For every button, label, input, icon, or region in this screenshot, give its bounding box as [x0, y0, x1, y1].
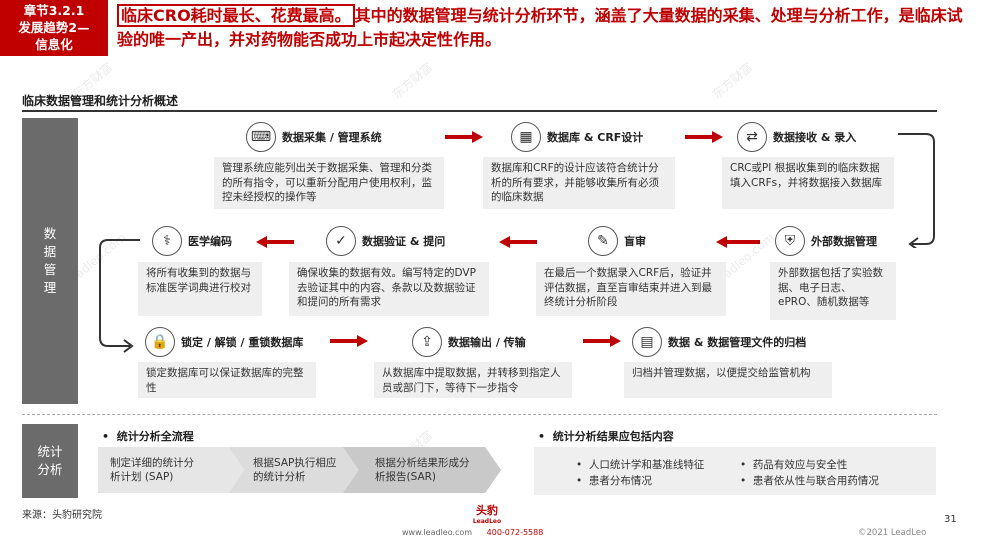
- flow-node-label: 数据采集 / 管理系统: [282, 131, 382, 144]
- flow-node-external-data: ⛨ 外部数据管理: [775, 226, 877, 256]
- review-icon: ✎: [588, 226, 618, 256]
- headline-rest: 其中的数据管理与统计分析环节，涵盖了大量数据的采集、处理与分析工作，是临床试验的…: [117, 6, 963, 49]
- flow-node-data-collection: ⌨ 数据采集 / 管理系统: [246, 122, 382, 152]
- footer-contact: www.leadleo.com 400-072-5588: [402, 528, 543, 537]
- side-char: 据: [43, 244, 57, 259]
- flow-desc-data-collection: 管理系统应能列出关于数据采集、管理和分类的所有指令，可以重新分配用户使用权利，监…: [214, 157, 444, 209]
- database-icon: ▦: [511, 122, 541, 152]
- external-data-icon: ⛨: [775, 226, 805, 256]
- stats-step-text: 根据SAP执行相应的统计分析: [253, 456, 337, 484]
- headline: 临床CRO耗时最长、花费最高。其中的数据管理与统计分析环节，涵盖了大量数据的采集…: [117, 4, 977, 52]
- stats-result-text: 患者依从性与联合用药情况: [752, 475, 879, 487]
- stats-result-text: 人口统计学和基准线特征: [588, 459, 705, 471]
- flow-node-label: 数据库 & CRF设计: [547, 131, 644, 144]
- flow-node-data-output: ⇪ 数据输出 / 传输: [412, 327, 526, 357]
- chapter-line3: 信息化: [35, 37, 73, 52]
- side-label-text: 统计分析: [37, 444, 63, 477]
- flow-desc-database-crf: 数据库和CRF的设计应该符合统计分析的所有要求，并能够收集所有必须的临床数据: [483, 157, 675, 209]
- lock-icon: 🔒: [145, 327, 175, 357]
- flow-desc-medical-coding: 将所有收集到的数据与标准医学词典进行校对: [138, 262, 262, 316]
- page-number: 31: [944, 514, 957, 525]
- section-divider: [22, 414, 937, 415]
- website-link[interactable]: www.leadleo.com: [402, 528, 473, 537]
- flow-node-label: 数据输出 / 传输: [448, 336, 526, 349]
- stats-step-text: 制定详细的统计分析计划 (SAP): [110, 456, 194, 484]
- flow-desc-archive: 归档并管理数据，以便提交给监管机构: [624, 362, 832, 398]
- flow-desc-database-lock: 锁定数据库可以保证数据库的完整性: [138, 362, 316, 398]
- stats-step: 制定详细的统计分析计划 (SAP): [98, 447, 246, 493]
- side-char: 数: [43, 226, 57, 241]
- flow-node-archive: ▤ 数据 & 数据管理文件的归档: [632, 327, 806, 357]
- side-label-data-management: 数 据 管 理: [22, 118, 78, 404]
- flow-node-label: 外部数据管理: [811, 235, 877, 248]
- logo-subtext: LeadLeo: [472, 518, 502, 525]
- side-char: 管: [43, 262, 57, 277]
- arrow-left-icon: [499, 236, 537, 248]
- flow-desc-external-data: 外部数据包括了实验数据、电子日志、ePRO、随机数据等: [770, 262, 896, 320]
- flow-node-medical-coding: ⚕ 医学编码: [152, 226, 232, 256]
- arrow-right-icon: [445, 131, 483, 143]
- chapter-badge: 章节3.2.1 发展趋势2— 信息化: [0, 0, 108, 56]
- title-rule: [22, 110, 937, 112]
- stats-results-box: • 人口统计学和基准线特征 • 药品有效应与安全性 • 患者分布情况 • 患者依…: [534, 447, 936, 495]
- headline-highlight: 临床CRO耗时最长、花费最高。: [117, 4, 355, 27]
- archive-icon: ▤: [632, 327, 662, 357]
- flow-node-data-entry: ⇄ 数据接收 & 录入: [737, 122, 856, 152]
- arrow-left-icon: [256, 236, 294, 248]
- flow-node-label: 数据 & 数据管理文件的归档: [668, 336, 807, 349]
- arrow-right-icon: [685, 131, 723, 143]
- stats-result-item: • 药品有效应与安全性: [740, 459, 848, 471]
- connector-down-icon: [898, 133, 935, 248]
- stats-result-item: • 患者分布情况: [576, 475, 652, 487]
- flow-node-label: 数据验证 & 提问: [362, 235, 446, 248]
- arrow-right-icon: [330, 335, 368, 347]
- flow-desc-data-entry: CRC或PI 根据收集到的临床数据填入CRFs，并将数据接入数据库: [722, 157, 894, 209]
- transfer-icon: ⇄: [737, 122, 767, 152]
- stats-flow-title: • 统计分析全流程: [102, 430, 194, 443]
- side-label-statistics: 统计分析: [22, 424, 78, 498]
- logo-text: 头豹: [476, 504, 498, 517]
- stats-result-text: 患者分布情况: [588, 475, 652, 487]
- stats-step: 根据SAP执行相应的统计分析: [229, 447, 359, 493]
- flow-desc-blind-review: 在最后一个数据录入CRF后，验证并评估数据，直至盲审结束并进入到最终统计分析阶段: [536, 262, 726, 316]
- stats-results-title: • 统计分析结果应包括内容: [538, 430, 674, 443]
- stats-flow-title-text: 统计分析全流程: [116, 430, 194, 443]
- chapter-line2: 发展趋势2—: [18, 20, 90, 35]
- stats-results-title-text: 统计分析结果应包括内容: [552, 430, 674, 443]
- watermark: 东方财富: [709, 60, 756, 102]
- connector-down-icon: [99, 239, 140, 353]
- stats-step: 根据分析结果形成分析报告(SAR): [343, 447, 501, 493]
- keyboard-icon: ⌨: [246, 122, 276, 152]
- source-note: 来源：头豹研究院: [22, 510, 102, 521]
- flow-node-validation: ✓ 数据验证 & 提问: [326, 226, 445, 256]
- side-char: 理: [43, 280, 57, 295]
- arrow-right-icon: [583, 335, 621, 347]
- copyright: ©2021 LeadLeo: [858, 528, 927, 538]
- phone-number: 400-072-5588: [486, 528, 544, 537]
- flow-desc-data-output: 从数据库中提取数据，并转移到指定人员或部门下，等待下一步指令: [374, 362, 572, 398]
- stats-result-text: 药品有效应与安全性: [752, 459, 848, 471]
- flow-desc-validation: 确保收集的数据有效。编写特定的DVP去验证其中的内容、条款以及数据验证和提问的所…: [289, 262, 489, 316]
- stats-result-item: • 人口统计学和基准线特征: [576, 459, 705, 471]
- stats-step-text: 根据分析结果形成分析报告(SAR): [375, 456, 470, 484]
- watermark: 东方财富: [389, 60, 436, 102]
- medical-icon: ⚕: [152, 226, 182, 256]
- chapter-line1: 章节3.2.1: [23, 3, 85, 18]
- flow-node-label: 医学编码: [188, 235, 232, 248]
- stats-result-item: • 患者依从性与联合用药情况: [740, 475, 879, 487]
- check-icon: ✓: [326, 226, 356, 256]
- flow-node-label: 锁定 / 解锁 / 重锁数据库: [181, 336, 304, 349]
- arrow-left-icon: [716, 236, 760, 248]
- flow-node-database-crf: ▦ 数据库 & CRF设计: [511, 122, 643, 152]
- flow-node-database-lock: 🔒 锁定 / 解锁 / 重锁数据库: [145, 327, 303, 357]
- flow-node-blind-review: ✎ 盲审: [588, 226, 646, 256]
- leadleo-logo: 头豹 LeadLeo: [457, 502, 517, 525]
- flow-node-label: 数据接收 & 录入: [773, 131, 857, 144]
- section-title: 临床数据管理和统计分析概述: [22, 94, 179, 108]
- export-icon: ⇪: [412, 327, 442, 357]
- flow-node-label: 盲审: [624, 235, 646, 248]
